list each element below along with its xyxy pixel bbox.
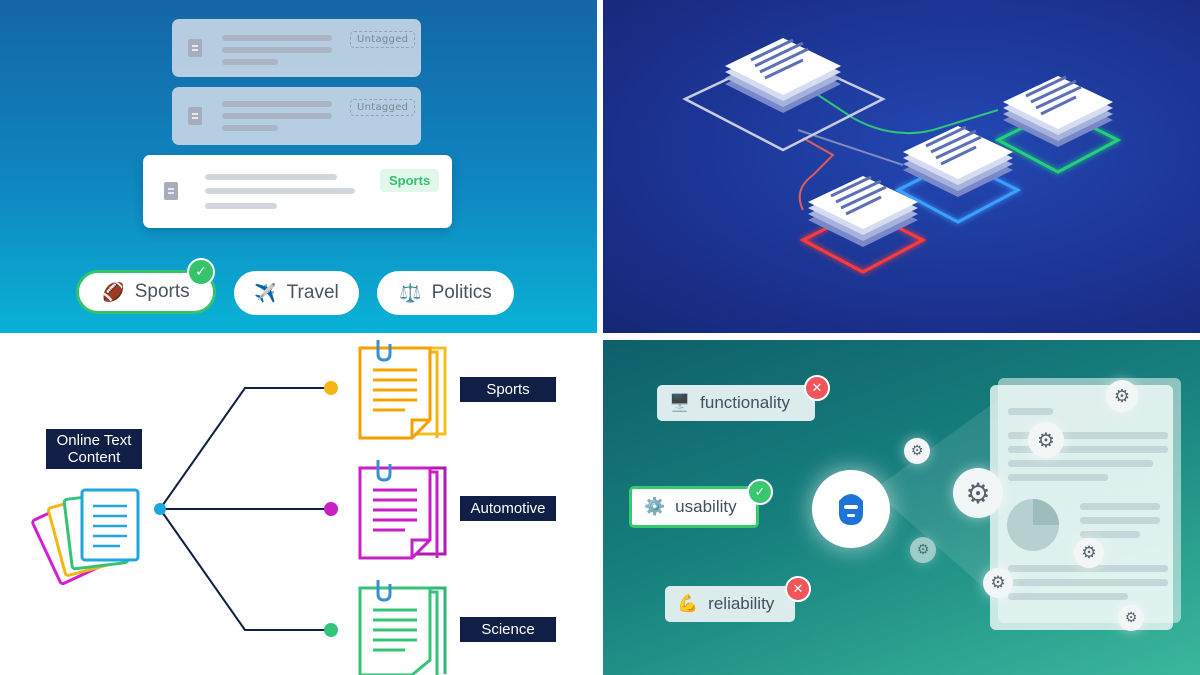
document-icon [164, 182, 178, 200]
text-line [222, 35, 332, 41]
node-sports [324, 381, 338, 395]
document-stack-icon [1003, 75, 1113, 147]
panel-aspect-extraction: ⚙ ⚙ ⚙ ⚙ ⚙ ⚙ ⚙ ⚙ 🖥️ functionality ✕ ⚙️ us… [603, 340, 1200, 675]
airplane-icon: ✈️ [254, 282, 277, 303]
gear-icon: ⚙ [983, 568, 1013, 598]
sports-badge: Sports [380, 169, 440, 192]
gear-icon: ⚙ [910, 537, 936, 563]
category-label-automotive: Automotive [460, 496, 556, 521]
text-line [205, 188, 355, 194]
text-line [222, 47, 332, 53]
category-label-science: Science [460, 617, 556, 642]
pill-travel[interactable]: ✈️ Travel [234, 271, 359, 315]
computer-icon: 🖥️ [669, 393, 691, 412]
text-line [205, 174, 337, 180]
gear-icon: ⚙ [1074, 538, 1104, 568]
documents-stack-icon [31, 488, 140, 586]
pill-politics[interactable]: ⚖️ Politics [377, 271, 514, 315]
untagged-card-1[interactable]: Untagged [172, 19, 421, 77]
gear-icon: ⚙ [1106, 380, 1138, 412]
isometric-illustration [682, 38, 1122, 274]
branch-science [159, 508, 330, 631]
check-icon: ✓ [187, 258, 215, 286]
untagged-badge: Untagged [350, 31, 416, 48]
pill-label: Travel [286, 282, 339, 303]
scales-icon: ⚖️ [399, 282, 422, 303]
pill-label: Politics [431, 282, 492, 303]
panel-document-network [603, 0, 1200, 333]
football-icon: 🏈 [102, 281, 125, 302]
tag-reliability[interactable]: 💪 reliability [665, 586, 795, 622]
close-icon[interactable]: ✕ [804, 375, 830, 401]
document-icon [188, 39, 202, 57]
panel-text-tagging: Untagged Untagged Sports 🏈 Sports ✓ ✈️ T… [0, 0, 597, 333]
document-stack-icon [808, 175, 918, 247]
classification-tree [31, 340, 447, 675]
document-stack-icon [725, 38, 841, 113]
scan-beam [873, 400, 998, 600]
node-automotive [324, 502, 338, 516]
check-icon: ✓ [747, 479, 773, 505]
root-node [154, 503, 166, 515]
bot-icon [839, 494, 863, 525]
blue-connector [797, 129, 904, 166]
green-connector [817, 94, 999, 135]
tag-label: reliability [708, 594, 775, 613]
untagged-card-2[interactable]: Untagged [172, 87, 421, 145]
document-icon [188, 107, 202, 125]
automotive-document-icon [358, 460, 447, 560]
untagged-badge: Untagged [350, 99, 416, 116]
panel-text-classification: Online Text Content [0, 340, 597, 675]
pill-label: Sports [134, 281, 190, 302]
node-science [324, 623, 338, 637]
branch-sports [159, 387, 330, 510]
source-label: Online Text Content [46, 429, 142, 469]
tag-label: functionality [700, 393, 790, 412]
science-document-icon [358, 580, 447, 675]
gear-emoji-icon: ⚙️ [644, 497, 666, 516]
text-line [222, 125, 278, 131]
gear-icon: ⚙ [904, 438, 930, 464]
category-label-sports: Sports [460, 377, 556, 402]
tag-functionality[interactable]: 🖥️ functionality [657, 385, 815, 421]
text-line [222, 59, 278, 65]
monkey-bot-logo [812, 470, 890, 548]
tag-usability[interactable]: ⚙️ usability [629, 486, 759, 528]
red-connector [798, 137, 835, 211]
text-line [205, 203, 277, 209]
gear-icon: ⚙ [1028, 422, 1064, 458]
close-icon[interactable]: ✕ [785, 576, 811, 602]
gear-icon: ⚙ [1118, 605, 1144, 631]
text-line [222, 113, 332, 119]
tag-label: usability [675, 497, 737, 516]
document-stack-icon [903, 125, 1013, 197]
flexed-biceps-icon: 💪 [677, 594, 699, 613]
sports-document-icon [358, 340, 447, 440]
gear-icon: ⚙ [953, 468, 1003, 518]
text-line [222, 101, 332, 107]
pie-chart-icon [1007, 499, 1059, 551]
tagged-card[interactable]: Sports [143, 155, 452, 228]
